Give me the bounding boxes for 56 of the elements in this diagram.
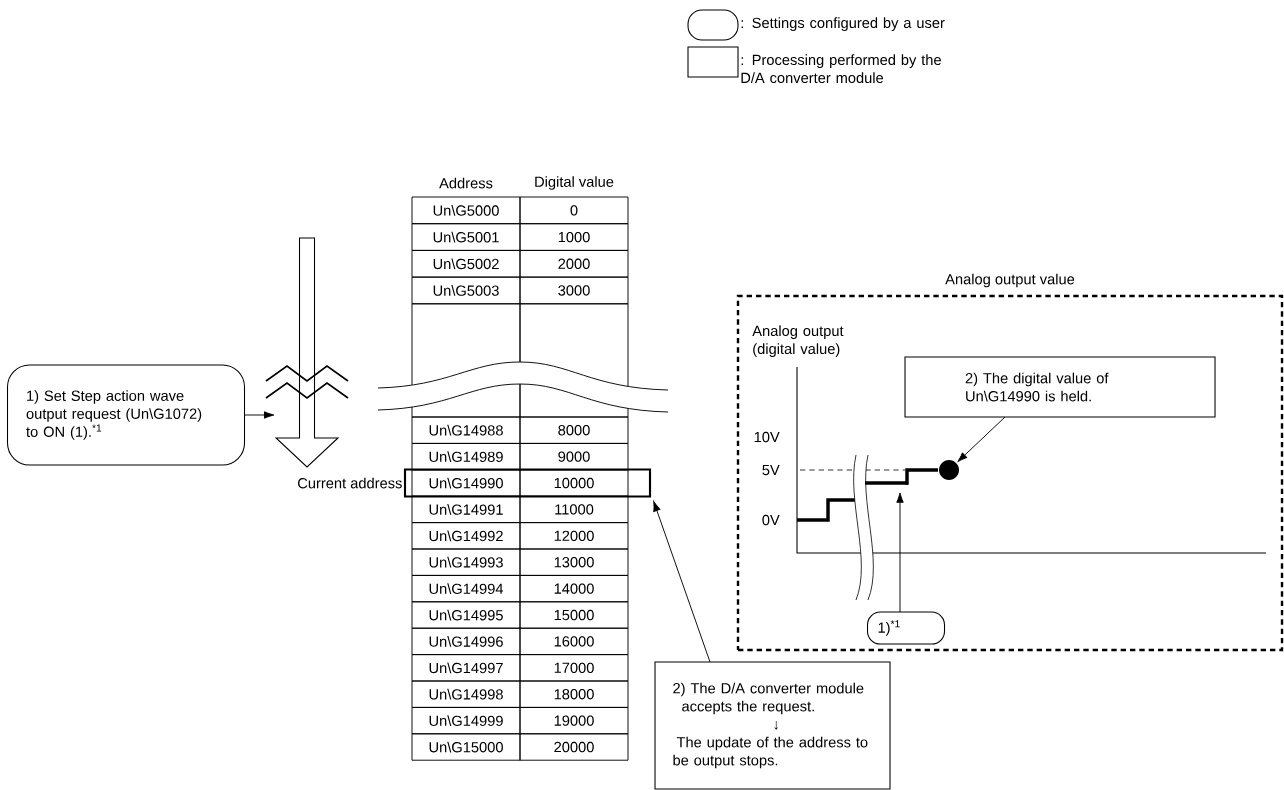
table-cell: Un\G14991: [411, 495, 521, 524]
tick-label: 0V: [762, 514, 780, 526]
arrow: [244, 411, 275, 419]
table-cell: Un\G14995: [411, 601, 521, 629]
arrow: [653, 501, 711, 663]
highlight-frame: [403, 468, 652, 498]
table-cell: Un\G14993: [411, 548, 521, 576]
arrow: [896, 492, 904, 613]
table-cell: Un\G14997: [411, 654, 521, 682]
axis-title: Analog output (digital value): [752, 325, 844, 357]
table-cell: Un\G14994: [411, 574, 521, 603]
tick-label: 5V: [762, 464, 780, 476]
table-cell: Un\G15000: [411, 733, 521, 761]
column-header: Digital value: [535, 176, 614, 190]
table-cell: Un\G14990: [411, 469, 521, 497]
table-cell: 20000: [519, 733, 629, 761]
table-cell: Un\G5002: [411, 249, 521, 278]
table-cell: 14000: [519, 574, 629, 603]
legend-text: : Processing performed by the D/A converter module: [741, 54, 941, 84]
dot: [939, 460, 959, 480]
table-cell: 9000: [519, 442, 629, 471]
rounded-box: 1)$^{*1}$: [866, 611, 946, 645]
hollow-arrow: [265, 237, 349, 468]
table-cell: 2000: [519, 249, 629, 278]
table-cell: 15000: [519, 601, 629, 629]
table-cell: 13000: [519, 548, 629, 576]
legend-text: : Settings configured by a user: [741, 17, 945, 31]
rounded-box: 1) Set Step action wave output request (Un\G1072) to ON (1).$^{*1}$: [6, 364, 246, 466]
caption-text: Current address: [298, 477, 402, 489]
table-cell: 1000: [519, 223, 629, 251]
table-cell: 10000: [519, 469, 629, 497]
table-cell: Un\G5001: [411, 223, 521, 251]
table-cell: 11000: [519, 495, 629, 524]
table-cell: 0: [519, 196, 629, 225]
callout-box: 2) The D/A converter module accepts the request. ↓ The update of the address to be output stops.: [654, 661, 891, 790]
tick-label: 10V: [754, 431, 780, 443]
table-cell: 12000: [519, 522, 629, 550]
table-cell: 18000: [519, 680, 629, 708]
table-cell: 19000: [519, 706, 629, 735]
arrow: [957, 416, 1006, 463]
table-cell: Un\G14999: [411, 706, 521, 735]
table-cell: 3000: [519, 276, 629, 305]
callout-box: 2) The digital value of Un\G14990 is held.: [904, 356, 1216, 418]
node-label: Analog output value: [945, 273, 1075, 288]
table-cell: Un\G5003: [411, 276, 521, 305]
table-cell: Un\G14992: [411, 522, 521, 550]
table-cell: 16000: [519, 627, 629, 656]
table-cell: Un\G5000: [411, 196, 521, 225]
column-header: Address: [439, 177, 493, 189]
table-cell: Un\G14988: [411, 416, 521, 444]
step-segment: [865, 481, 908, 485]
table-cell: Un\G14996: [411, 627, 521, 656]
table-cell: 17000: [519, 654, 629, 682]
table-cell: 8000: [519, 416, 629, 444]
table-cell: Un\G14998: [411, 680, 521, 708]
table-cell: Un\G14989: [411, 442, 521, 471]
